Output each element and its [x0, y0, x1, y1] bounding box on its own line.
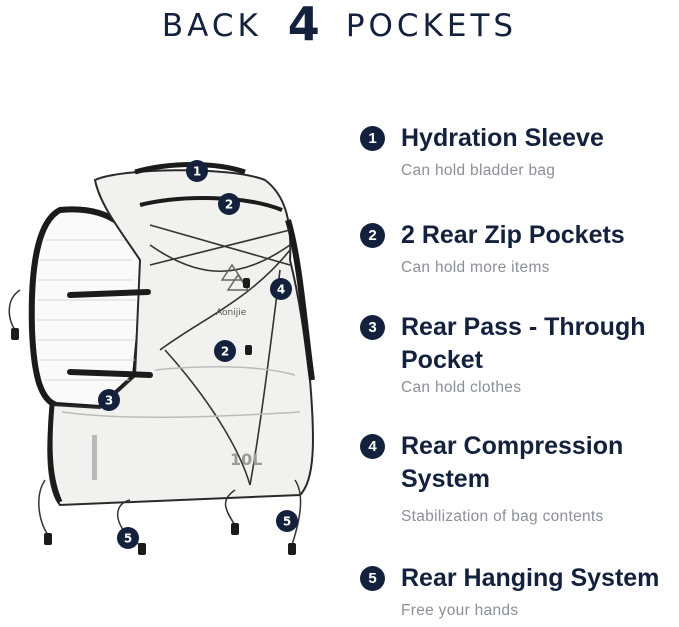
feature-title: 2 Rear Zip Pockets — [401, 221, 625, 249]
reflective-strip — [92, 435, 97, 480]
feature-title: Hydration Sleeve — [401, 124, 604, 152]
page-title: BACK 4 POCKETS — [0, 0, 679, 52]
title-word-back: BACK — [161, 8, 262, 44]
feature-title-line-2: Pocket — [401, 346, 483, 374]
side-straps — [67, 289, 153, 378]
feature-title-line-2: System — [401, 465, 490, 493]
feature-rear-zip-pockets: 2 2 Rear Zip Pockets Can hold more items — [360, 219, 679, 277]
svg-text:2: 2 — [225, 198, 233, 212]
callout-5a: 5 — [117, 527, 139, 549]
feature-rear-compression-system: 4 Rear Compression System Stabilization … — [360, 430, 679, 526]
feature-hydration-sleeve: 1 Hydration Sleeve Can hold bladder bag — [360, 122, 679, 180]
svg-text:5: 5 — [124, 532, 132, 546]
svg-text:2: 2 — [221, 345, 229, 359]
cord-toggles — [11, 278, 296, 555]
feature-number-badge: 5 — [360, 566, 385, 591]
feature-number-badge: 2 — [360, 223, 385, 248]
feature-description: Free your hands — [401, 602, 519, 619]
feature-number-badge: 4 — [360, 434, 385, 459]
bungee-cords — [149, 224, 291, 486]
svg-text:5: 5 — [283, 515, 291, 529]
svg-text:3: 3 — [105, 394, 113, 408]
feature-number-badge: 3 — [360, 315, 385, 340]
callout-badges: 1 2 2 3 4 5 5 — [98, 160, 298, 549]
vest-illustration: Aonijie 10L — [0, 150, 340, 580]
feature-description: Stabilization of bag contents — [401, 508, 604, 525]
capacity-label: 10L — [230, 450, 262, 469]
title-number: 4 — [287, 0, 320, 51]
callout-5b: 5 — [276, 510, 298, 532]
callout-1: 1 — [186, 160, 208, 182]
svg-text:4: 4 — [277, 283, 285, 297]
brand-text: Aonijie — [216, 308, 247, 318]
feature-description: Can hold clothes — [401, 379, 522, 396]
feature-rear-hanging-system: 5 Rear Hanging System Free your hands — [360, 562, 679, 620]
feature-title-line-1: Rear Compression — [401, 432, 624, 460]
callout-2a: 2 — [218, 193, 240, 215]
mesh-texture — [37, 239, 136, 381]
svg-text:1: 1 — [193, 165, 201, 179]
title-word-pockets: POCKETS — [345, 8, 518, 44]
feature-description: Can hold bladder bag — [401, 162, 556, 179]
running-vest-image: Aonijie 10L — [8, 160, 315, 555]
feature-title-line-1: Rear Pass - Through — [401, 313, 646, 341]
callout-4: 4 — [270, 278, 292, 300]
callout-2b: 2 — [214, 340, 236, 362]
feature-title: Rear Hanging System — [401, 564, 660, 592]
feature-number-badge: 1 — [360, 126, 385, 151]
callout-3: 3 — [98, 389, 120, 411]
feature-rear-pass-through-pocket: 3 Rear Pass - Through Pocket Can hold cl… — [360, 311, 679, 397]
feature-description: Can hold more items — [401, 259, 550, 276]
